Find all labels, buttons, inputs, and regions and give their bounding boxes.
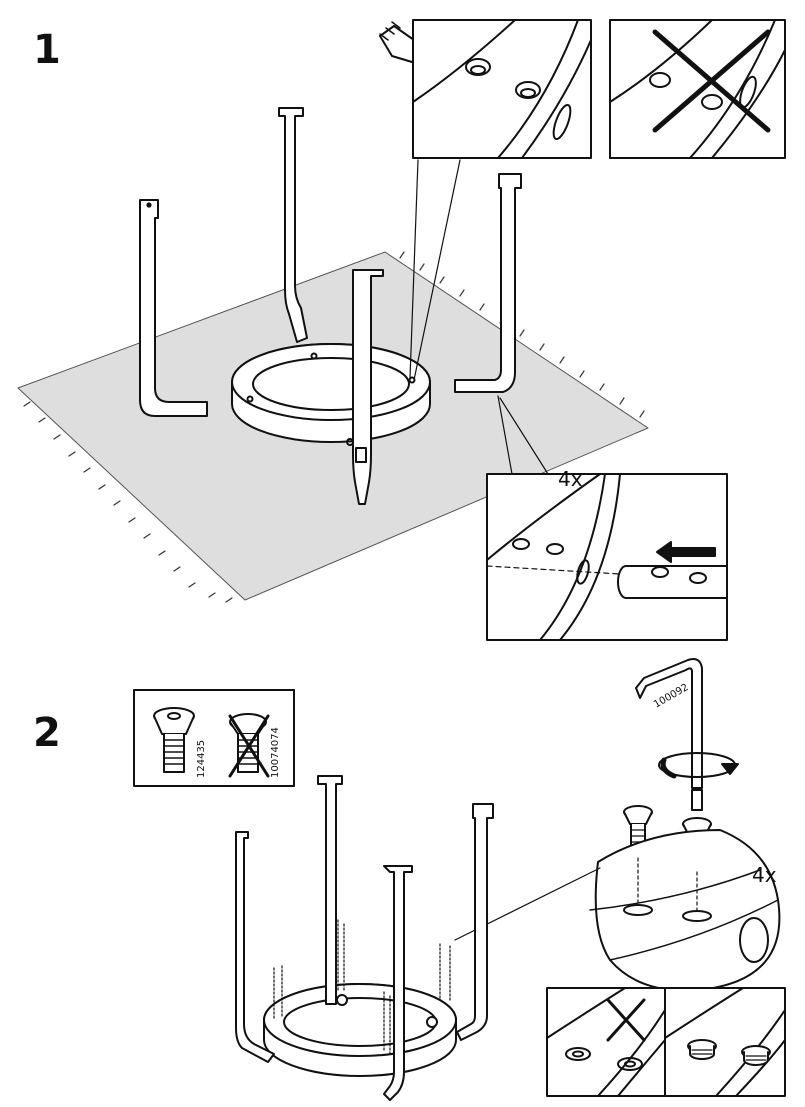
detail-box-holes-correct xyxy=(412,19,592,159)
callout-lines-step-1 xyxy=(409,159,549,475)
leg-back-center xyxy=(278,107,308,343)
detail-box-holes-wrong xyxy=(609,19,786,159)
rotate-arrow-icon xyxy=(658,752,739,779)
wrong-cross-icon xyxy=(606,998,646,1042)
detail-box-screw-wrong xyxy=(546,987,666,1097)
table-frame-ring xyxy=(231,343,431,446)
screw-correct xyxy=(153,707,195,773)
screw-wrong-id: 10074074 xyxy=(270,727,281,778)
detail-box-insert-leg: 4x xyxy=(486,467,728,641)
allen-key-id: 100092 xyxy=(652,682,691,711)
push-arrow-icon xyxy=(656,541,716,563)
allen-key-icon: 100092 xyxy=(635,658,703,811)
detail-circle-screw-holes: 4x xyxy=(589,829,781,992)
quantity-label-step-2: 4x xyxy=(752,863,777,887)
leg-front xyxy=(352,269,384,505)
leg-back-right xyxy=(454,173,522,393)
screw-comparison-box: 124435 10074074 xyxy=(133,689,295,787)
step-1-number: 1 xyxy=(33,27,61,73)
table-frame-step-2 xyxy=(235,775,494,1101)
detail-box-screw-correct xyxy=(664,987,786,1097)
leg-back-left xyxy=(139,199,208,417)
screw-correct-id: 124435 xyxy=(196,740,207,778)
wrong-cross-icon xyxy=(228,714,270,778)
quantity-label-step-1: 4x xyxy=(558,467,583,491)
wrong-cross-icon xyxy=(652,29,771,133)
step-2-number: 2 xyxy=(33,710,61,756)
